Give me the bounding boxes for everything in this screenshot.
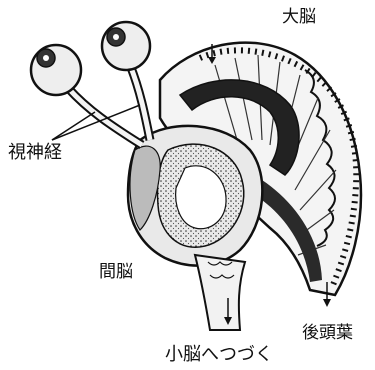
occipital-lobe-label: 後頭葉 [302, 323, 353, 343]
diencephalon-mass [128, 126, 262, 266]
eyeball-left [31, 45, 81, 95]
to-cerebellum-label: 小脳へつづく [165, 345, 273, 365]
cerebrum-label: 大脳 [282, 7, 316, 27]
diencephalon-label: 間脳 [99, 262, 133, 282]
optic-nerve-label: 視神経 [8, 143, 62, 163]
brainstem [195, 255, 245, 330]
eyeball-right [102, 22, 150, 70]
